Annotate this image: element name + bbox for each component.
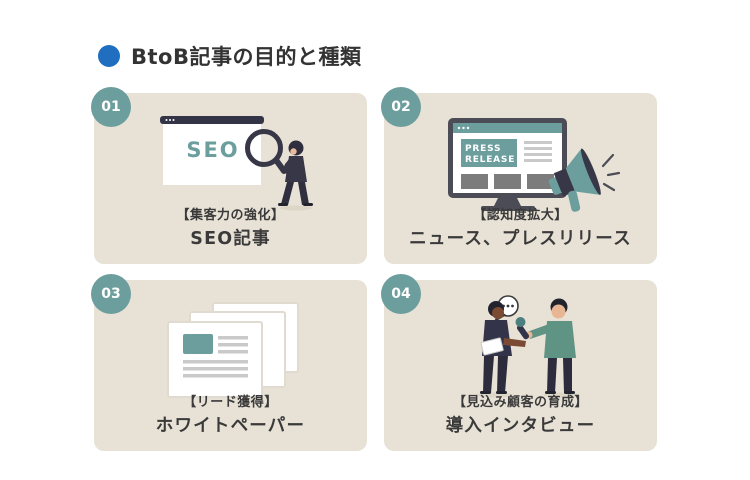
card-text: 【認知度拡大】 ニュース、プレスリリース: [384, 208, 657, 251]
microphone-icon: [515, 317, 530, 340]
card-interview: 04: [381, 274, 657, 451]
press-release-label-line2: RELEASE: [465, 155, 515, 165]
card-number-badge: 03: [91, 274, 131, 314]
megaphone-icon: [548, 148, 601, 212]
card-title: ニュース、プレスリリース: [409, 228, 632, 249]
card-number-badge: 04: [381, 274, 421, 314]
document-stack-graphic: [167, 302, 299, 398]
card-category: 【リード獲得】: [183, 395, 278, 410]
card-number-badge: 01: [91, 87, 131, 127]
blue-circle-bullet-icon: [98, 45, 120, 67]
whitepaper-illustration: [167, 302, 299, 398]
interview-illustration: [477, 295, 579, 398]
monitor-graphic: PRESS RELEASE: [448, 118, 567, 211]
card-text: 【集客力の強化】 SEO記事: [94, 208, 367, 251]
card-whitepaper: 03 【リード獲得】 ホワイトペーパー: [91, 274, 367, 451]
seo-label: SEO: [186, 138, 239, 162]
card-title: ホワイトペーパー: [155, 415, 306, 436]
interviewee-figure: [477, 301, 526, 398]
press-release-illustration: PRESS RELEASE: [448, 118, 621, 212]
magnifier-icon: [245, 129, 287, 174]
card-category: 【認知度拡大】: [473, 208, 568, 223]
card-category: 【集客力の強化】: [176, 208, 285, 223]
interviewer-figure: [515, 298, 579, 398]
press-release-label-line1: PRESS: [465, 144, 501, 154]
sound-lines-icon: [601, 153, 621, 192]
page-header: BtoB記事の目的と種類: [98, 41, 361, 71]
card-title: 導入インタビュー: [445, 415, 596, 436]
browser-window-graphic: SEO: [160, 116, 264, 185]
card-number-badge: 02: [381, 87, 421, 127]
card-press-release: 02 PRESS RELEASE: [381, 87, 657, 264]
card-title: SEO記事: [190, 228, 271, 249]
card-text: 【見込み顧客の育成】 導入インタビュー: [384, 395, 657, 438]
person-figure: [278, 140, 313, 211]
seo-illustration: SEO: [160, 116, 313, 211]
card-text: 【リード獲得】 ホワイトペーパー: [94, 395, 367, 438]
page-title: BtoB記事の目的と種類: [131, 45, 362, 69]
card-category: 【見込み顧客の育成】: [452, 395, 588, 410]
cards-grid: 01 SEO: [91, 87, 657, 451]
card-seo: 01 SEO: [91, 87, 367, 264]
